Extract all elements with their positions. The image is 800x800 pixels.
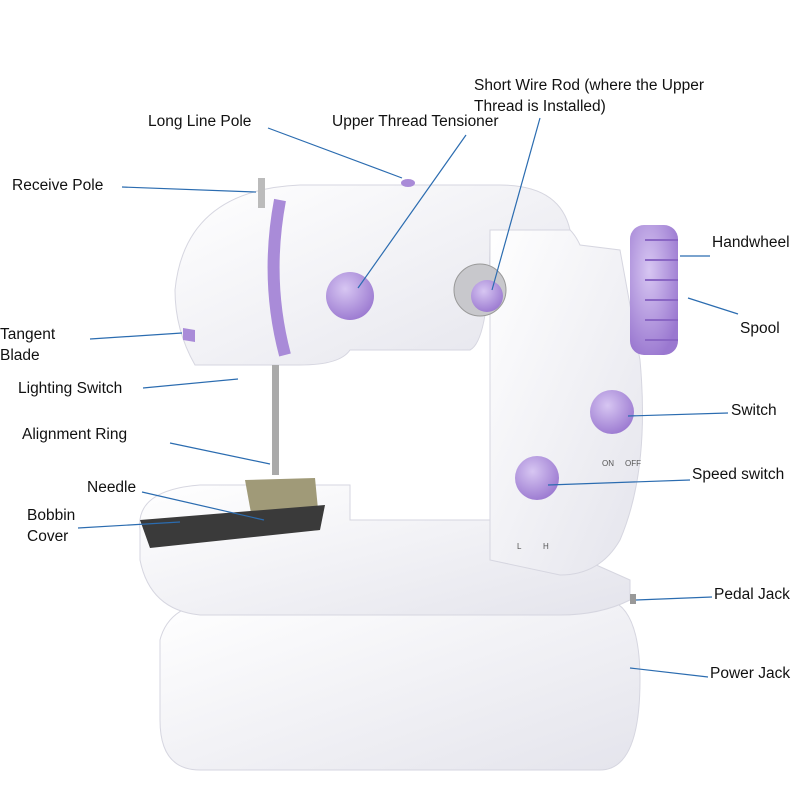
label-upper-thread-tensioner: Upper Thread Tensioner <box>332 113 499 130</box>
label-alignment-ring: Alignment Ring <box>22 426 128 443</box>
face-plate <box>267 198 291 357</box>
label-long-line-pole: Long Line Pole <box>148 113 252 130</box>
label-pedal-jack: Pedal Jack <box>714 586 790 603</box>
label-lighting-switch: Lighting Switch <box>18 380 123 397</box>
low-mark: L <box>517 542 522 551</box>
label-line: Bobbin <box>27 507 76 524</box>
label-bobbin-cover: Bobbin Cover <box>27 505 75 547</box>
base <box>159 599 641 771</box>
label-line: Tangent <box>0 326 56 343</box>
power-switch <box>590 390 634 434</box>
high-mark: H <box>543 542 549 551</box>
label-spool: Spool <box>740 320 780 337</box>
label-needle: Needle <box>87 479 137 496</box>
leader-lines <box>77 117 739 678</box>
off-mark: OFF <box>625 459 641 468</box>
on-mark: ON <box>602 459 614 468</box>
needle-bar <box>272 365 279 475</box>
label-line: Cover <box>27 528 69 545</box>
label-line: Blade <box>0 347 40 364</box>
label-tangent-blade: Tangent Blade <box>0 324 55 366</box>
speed-switch-knob <box>515 456 559 500</box>
tangent-blade <box>183 328 195 342</box>
long-line-pole <box>401 179 415 187</box>
label-handwheel: Handwheel <box>712 234 790 251</box>
receive-pole <box>258 178 265 208</box>
handwheel <box>630 225 678 355</box>
label-switch: Switch <box>731 402 777 419</box>
label-power-jack: Power Jack <box>710 665 791 682</box>
pedal-jack <box>630 594 636 604</box>
label-receive-pole: Receive Pole <box>12 177 104 194</box>
label-short-wire-rod: Short Wire Rod (where the Upper Thread i… <box>474 75 704 117</box>
label-speed-switch: Speed switch <box>692 466 785 483</box>
label-line: Short Wire Rod (where the Upper <box>474 77 705 94</box>
short-wire-rod <box>471 280 503 312</box>
label-line: Thread is Installed) <box>474 98 606 115</box>
upper-thread-tensioner <box>326 272 374 320</box>
bobbin-cover <box>140 505 325 548</box>
